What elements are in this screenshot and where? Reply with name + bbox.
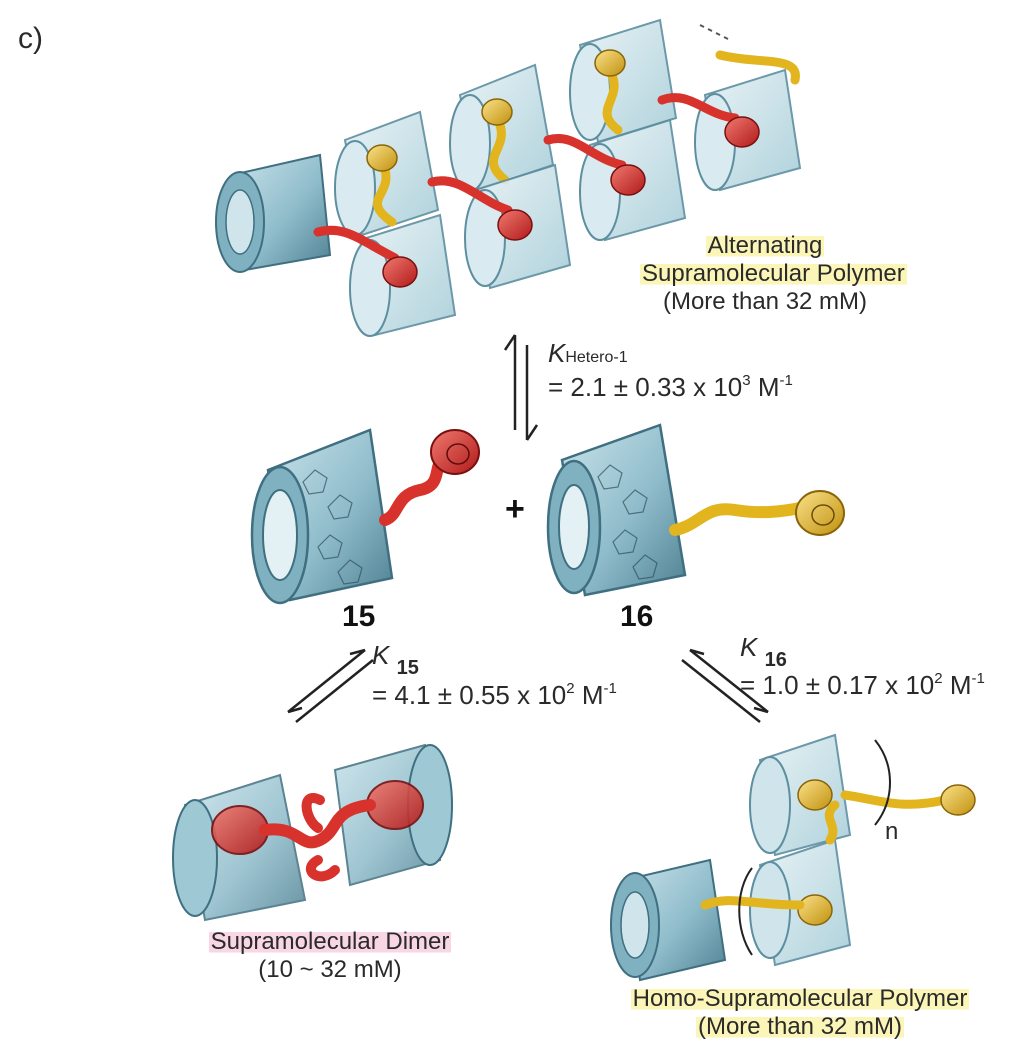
k16-symbol: K 16 — [740, 632, 787, 671]
k16-value: = 1.0 ± 0.17 x 102 M-1 — [740, 670, 985, 701]
compound-15-illustration — [250, 428, 480, 605]
homo-polymer-illustration — [610, 733, 976, 982]
hetero-constant-symbol: KHetero-1 — [548, 338, 628, 369]
adamantyl-guest-red — [382, 256, 418, 288]
k15-symbol: K 15 — [372, 640, 419, 679]
caption-line-2: Supramolecular Polymer — [640, 260, 907, 287]
k-symbol: K — [740, 632, 758, 662]
alternating-polymer-illustration — [215, 18, 802, 337]
adamantyl-guest-red — [610, 164, 646, 196]
cyclodextrin-host — [334, 110, 440, 237]
compound-16-label: 16 — [620, 600, 654, 633]
adamantyl-guest-yellow — [481, 98, 513, 126]
caption-line-1: Alternating — [705, 232, 825, 259]
k15-value: = 4.1 ± 0.55 x 102 M-1 — [372, 680, 617, 711]
k-unit: M — [942, 670, 972, 700]
hetero-constant-value: = 2.1 ± 0.33 x 103 M-1 — [548, 372, 793, 403]
k-unit: M — [750, 372, 780, 402]
k-unit-exponent: -1 — [779, 372, 793, 389]
equilibrium-arrow-16 — [681, 648, 769, 723]
k-symbol: K — [372, 640, 390, 670]
dimer-caption-text: Supramolecular Dimer — [208, 928, 452, 955]
k-subscript: Hetero-1 — [565, 349, 628, 366]
red-guest-chain — [313, 93, 740, 263]
cyclodextrin-host — [215, 153, 332, 273]
yellow-guest-chain — [373, 50, 800, 227]
continuation-dots — [699, 24, 729, 40]
homo-caption-text: Homo-Supramolecular Polymer — [630, 985, 970, 1012]
homo-polymer-caption: Homo-Supramolecular Polymer (More than 3… — [590, 985, 1010, 1041]
repeat-unit-label: n — [885, 818, 899, 845]
k-unit-exponent: -1 — [971, 670, 985, 687]
k-value: = 4.1 ± 0.55 x 10 — [372, 680, 567, 710]
equilibrium-arrow-hetero — [503, 334, 539, 441]
k-unit-exponent: -1 — [603, 680, 617, 697]
adamantyl-guest-yellow — [366, 144, 398, 172]
supramolecular-dimer-illustration — [172, 743, 453, 922]
k-symbol: K — [548, 338, 566, 368]
k-value: = 2.1 ± 0.33 x 10 — [548, 372, 743, 402]
k-unit: M — [574, 680, 604, 710]
compound-16-illustration — [546, 423, 845, 597]
equilibrium-arrow-15 — [287, 648, 374, 723]
k-subscript: 16 — [764, 649, 787, 671]
alternating-polymer-caption: Alternating Supramolecular Polymer (More… — [640, 232, 907, 316]
adamantyl-guest-red — [497, 209, 533, 241]
k-value: = 1.0 ± 0.17 x 10 — [740, 670, 935, 700]
condition-text: (More than 32 mM) — [662, 288, 868, 315]
compound-15-label: 15 — [342, 600, 376, 633]
panel-label: c) — [18, 22, 43, 55]
k-exponent: 3 — [742, 372, 751, 389]
dimer-condition-text: (10 ~ 32 mM) — [258, 956, 402, 983]
k-exponent: 2 — [934, 670, 943, 687]
plus-sign: + — [505, 490, 525, 528]
homo-condition-text: (More than 32 mM) — [695, 1013, 905, 1040]
adamantyl-guest-yellow — [594, 49, 626, 77]
dimer-caption: Supramolecular Dimer (10 ~ 32 mM) — [180, 928, 480, 984]
adamantyl-guest-red — [724, 116, 760, 148]
k-exponent: 2 — [566, 680, 575, 697]
k-subscript: 15 — [396, 657, 419, 679]
